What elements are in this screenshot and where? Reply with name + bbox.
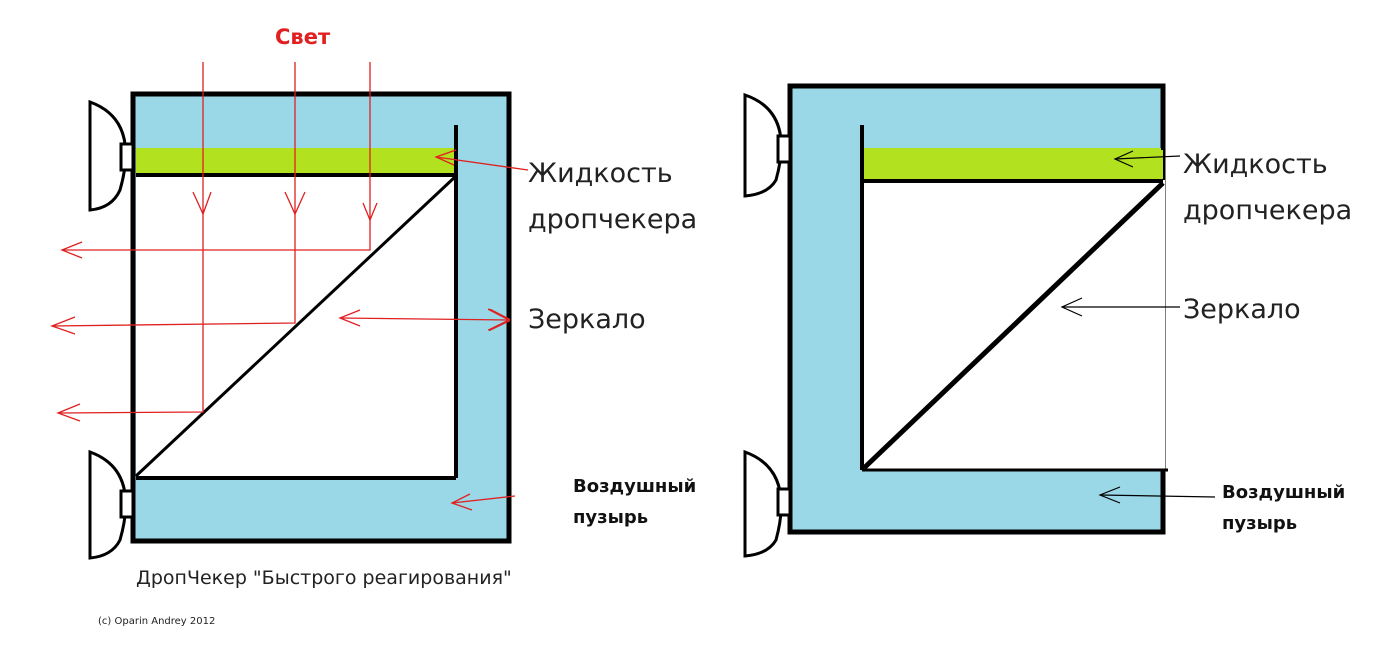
right-dropchecker: Жидкость дропчекера Зеркало Воздушный пу… xyxy=(743,83,1352,558)
caption: ДропЧекер "Быстрого реагирования" xyxy=(136,567,512,589)
liquid-label-line2: дропчекера xyxy=(528,204,697,235)
suction-cup-icon xyxy=(88,449,135,560)
suction-cup-icon xyxy=(88,99,135,212)
mirror xyxy=(134,174,458,478)
copyright: (c) Oparin Andrey 2012 xyxy=(98,616,215,627)
mirror xyxy=(862,181,1165,470)
liquid-label-line2: дропчекера xyxy=(1183,195,1352,226)
mirror-label: Зеркало xyxy=(528,304,646,335)
suction-cup-icon xyxy=(743,92,792,198)
suction-cup-icon xyxy=(743,449,792,558)
liquid-band xyxy=(136,148,456,175)
bubble-label-line2: пузырь xyxy=(573,507,648,528)
bubble-label-line1: Воздушный xyxy=(1222,482,1345,503)
liquid-label-line1: Жидкость xyxy=(528,158,673,189)
bubble-label-line2: пузырь xyxy=(1222,513,1297,534)
light-label: Свет xyxy=(275,25,331,49)
left-dropchecker: Свет Жидкость дропчекера Зеркало Воздушн… xyxy=(50,25,697,627)
mirror-label: Зеркало xyxy=(1183,294,1301,325)
pointer-arrows xyxy=(1060,150,1216,504)
liquid-band xyxy=(862,148,1163,180)
light-rays xyxy=(50,62,529,511)
bubble-label-line1: Воздушный xyxy=(573,476,696,497)
liquid-label-line1: Жидкость xyxy=(1183,149,1328,180)
